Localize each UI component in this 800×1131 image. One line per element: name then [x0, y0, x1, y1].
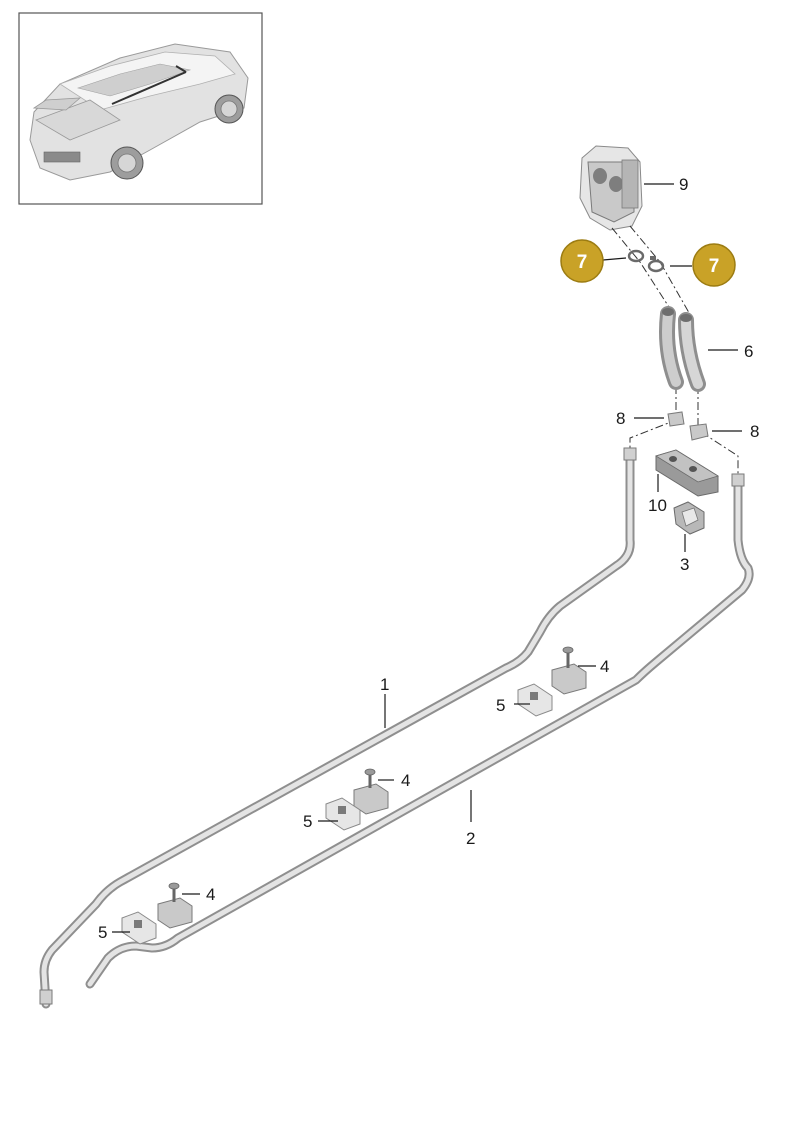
callout-4-lower: 4: [206, 885, 215, 904]
part-1-pipe: [39, 447, 637, 1009]
callout-10: 10: [648, 496, 667, 515]
callout-5-middle: 5: [303, 812, 312, 831]
badge-7-left[interactable]: 7: [560, 239, 604, 283]
callout-8-left: 8: [616, 409, 625, 428]
part-3-clip: [673, 501, 705, 535]
badge-7-right-label: 7: [709, 256, 720, 277]
callout-4-middle: 4: [401, 771, 410, 790]
part-9-reservoir: [579, 145, 643, 231]
callout-8-right: 8: [750, 422, 759, 441]
car-rear-view-icon: [29, 43, 249, 181]
part-5-clip-middle: [325, 797, 361, 831]
callout-1: 1: [380, 675, 389, 694]
part-7-hose-clamps: [627, 249, 665, 273]
leader-lines: [112, 183, 742, 933]
part-6-hoses: [659, 306, 706, 392]
callout-3: 3: [680, 555, 689, 574]
callout-5-lower: 5: [98, 923, 107, 942]
callout-9: 9: [679, 175, 688, 194]
vehicle-thumbnail: [18, 12, 263, 205]
part-2-pipe: [85, 473, 754, 989]
assembly-guide-lines: [611, 225, 739, 480]
callout-6: 6: [744, 342, 753, 361]
callout-4-upper: 4: [600, 657, 609, 676]
callout-5-upper: 5: [496, 696, 505, 715]
part-4-bracket-middle: [353, 768, 389, 815]
part-5-clip-lower: [121, 911, 157, 945]
part-4-bracket-lower: [157, 882, 193, 929]
part-4-bracket-upper: [551, 646, 587, 695]
part-10-block: [655, 449, 719, 497]
callout-2: 2: [466, 829, 475, 848]
badge-7-left-label: 7: [577, 252, 588, 273]
part-5-clip-upper: [517, 683, 553, 717]
part-8-clamps: [667, 411, 709, 441]
badge-7-right[interactable]: 7: [692, 243, 736, 287]
